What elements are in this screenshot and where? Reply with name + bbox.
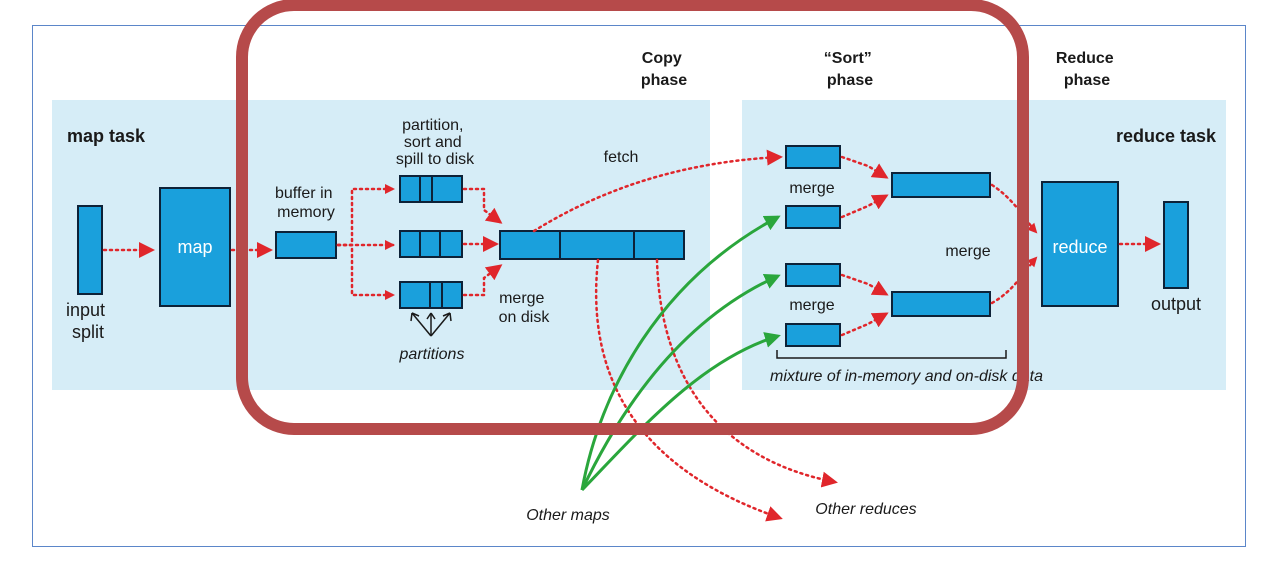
spill-file-3 — [399, 281, 463, 309]
reduce-phase-label: Reduce phase — [1056, 50, 1118, 89]
merge-on-disk-label: merge on disk — [499, 290, 551, 326]
arrow-fetch — [532, 149, 783, 233]
output-label: output — [1151, 294, 1201, 314]
other-reduces-label: Other reduces — [815, 501, 916, 518]
output-box — [1163, 201, 1189, 289]
merged-segment-top — [891, 172, 991, 198]
merged-map-output — [499, 230, 685, 260]
arrow-seg4-to-merged-bottom — [840, 312, 889, 337]
arrow-other-map-2 — [580, 274, 781, 491]
map-task-title: map task — [67, 126, 146, 146]
merge-label-middle: merge — [945, 243, 990, 260]
other-maps-label: Other maps — [526, 507, 610, 524]
other-map-arrows — [580, 215, 781, 492]
shuffle-highlight-outline — [236, 0, 1029, 435]
input-split-box — [77, 205, 103, 295]
buffer-label: buffer in memory — [275, 185, 337, 221]
reduce-task-title: reduce task — [1116, 126, 1217, 146]
data-flow-arrows — [102, 149, 1161, 522]
copied-segment-4 — [785, 323, 841, 347]
spill-label: partition, sort and spill to disk — [396, 117, 475, 168]
mixture-label: mixture of in-memory and on-disk data — [770, 368, 1043, 385]
buffer-box — [275, 231, 337, 259]
arrow-buffer-to-spill-3 — [336, 243, 395, 300]
reduce-box-label: reduce — [1052, 237, 1107, 257]
mixture-bracket — [776, 350, 1007, 359]
spill-file-1 — [399, 175, 463, 203]
arrow-other-map-1 — [580, 215, 781, 491]
copied-segment-3 — [785, 263, 841, 287]
arrow-seg3-to-merged-bottom — [840, 273, 889, 296]
arrow-seg1-to-merged-top — [840, 155, 889, 179]
arrow-other-map-3 — [580, 332, 781, 492]
merged-segment-bottom — [891, 291, 991, 317]
arrow-to-other-reduces-2 — [655, 258, 838, 488]
reduce-box — [1041, 181, 1119, 307]
diagram-frame — [32, 25, 1246, 547]
arrow-to-other-reduces-1 — [594, 258, 783, 522]
arrow-seg2-to-merged-top — [840, 194, 889, 219]
map-box-label: map — [177, 237, 212, 257]
partitions-pointers — [410, 312, 452, 337]
fetch-label: fetch — [604, 149, 639, 166]
merge-label-bottom: merge — [789, 297, 834, 314]
input-split-label: input split — [66, 300, 110, 342]
merge-label-top: merge — [789, 180, 834, 197]
arrow-spill-3-to-merge — [462, 264, 503, 297]
map-box — [159, 187, 231, 307]
copy-phase-label: Copy phase — [641, 50, 687, 89]
arrow-spill-1-to-merge — [462, 187, 503, 224]
spill-file-2 — [399, 230, 463, 258]
copied-segment-1 — [785, 145, 841, 169]
sort-phase-label: “Sort” phase — [824, 50, 876, 89]
copied-segment-2 — [785, 205, 841, 229]
partitions-label: partitions — [399, 346, 465, 363]
